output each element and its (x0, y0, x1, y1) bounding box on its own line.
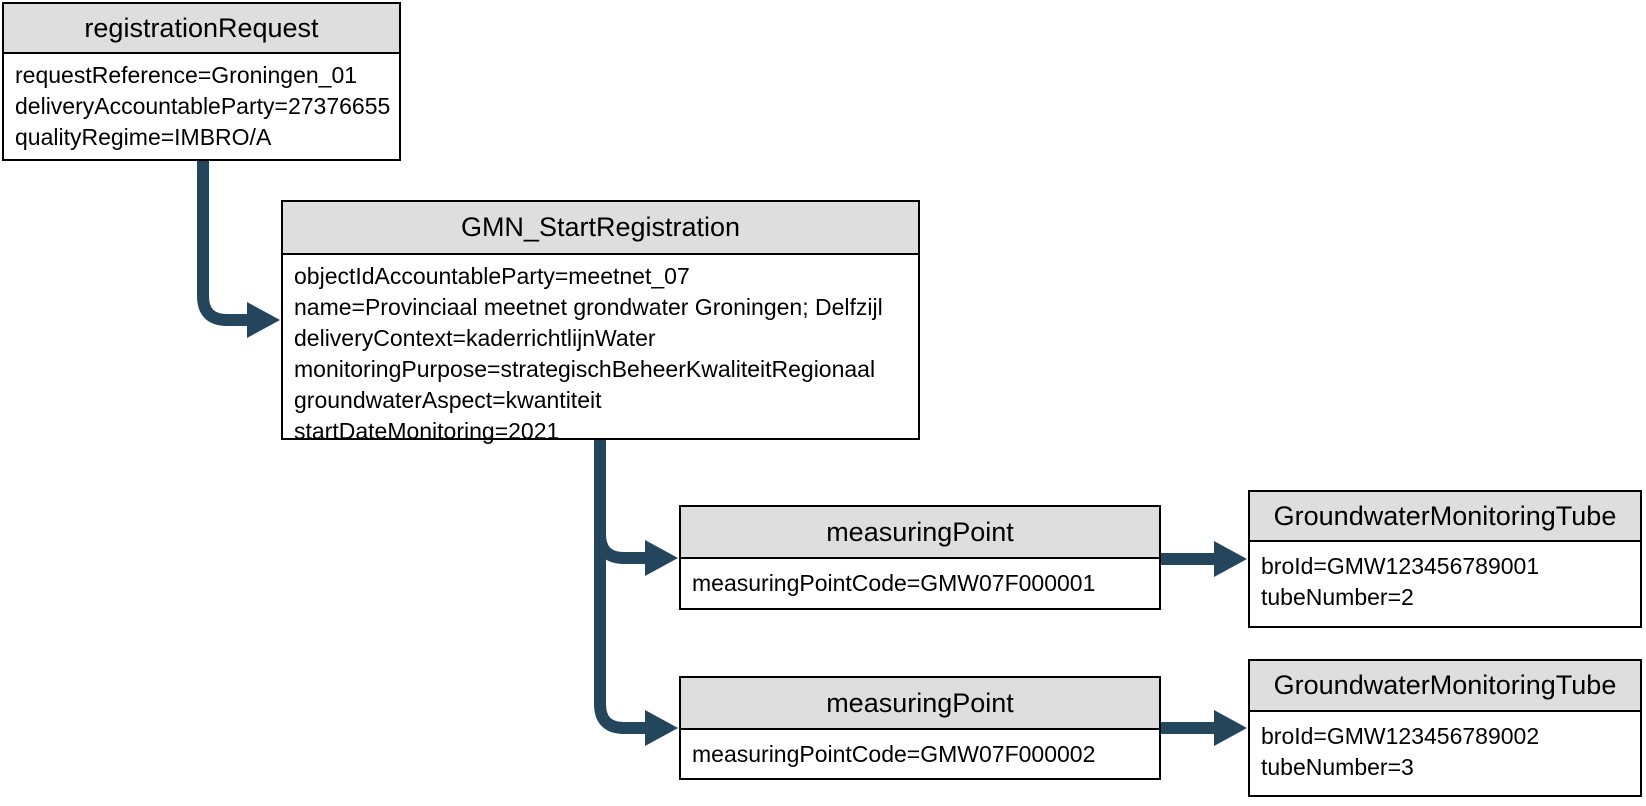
node-attributes: broId=GMW123456789002 tubeNumber=3 (1250, 712, 1640, 783)
node-attribute: objectIdAccountableParty=meetnet_07 (294, 263, 690, 289)
node-attribute: groundwaterAspect=kwantiteit (294, 387, 602, 413)
node-attribute: measuringPointCode=GMW07F000002 (692, 741, 1096, 767)
node-attribute: measuringPointCode=GMW07F000001 (692, 570, 1096, 596)
node-title: GroundwaterMonitoringTube (1250, 661, 1640, 712)
arrow-gmn-to-measuringpoint-2 (594, 438, 645, 734)
arrowhead-request-to-gmn (247, 302, 280, 338)
node-attributes: objectIdAccountableParty=meetnet_07 name… (283, 255, 918, 447)
node-attributes: measuringPointCode=GMW07F000001 (681, 559, 1159, 599)
node-attribute: broId=GMW123456789001 (1261, 553, 1540, 579)
arrow-gmn-to-measuringpoint-1 (594, 500, 645, 564)
node-attribute: requestReference=Groningen_01 (15, 62, 358, 88)
arrowhead-measuringpoint-1-to-tube-1 (1214, 541, 1247, 577)
node-attributes: broId=GMW123456789001 tubeNumber=2 (1250, 542, 1640, 613)
node-attributes: requestReference=Groningen_01 deliveryAc… (4, 54, 399, 153)
node-measuring-point-1: measuringPoint measuringPointCode=GMW07F… (679, 505, 1161, 610)
node-gmn-start-registration: GMN_StartRegistration objectIdAccountabl… (281, 200, 920, 444)
node-title: GroundwaterMonitoringTube (1250, 492, 1640, 542)
node-groundwater-monitoring-tube-2: GroundwaterMonitoringTube broId=GMW12345… (1248, 659, 1642, 797)
node-attribute: tubeNumber=2 (1261, 584, 1414, 610)
arrowhead-measuringpoint-2-to-tube-2 (1214, 710, 1247, 746)
node-attribute: broId=GMW123456789002 (1261, 723, 1540, 749)
node-attribute: deliveryContext=kaderrichtlijnWater (294, 325, 656, 351)
node-attribute: monitoringPurpose=strategischBeheerKwali… (294, 356, 876, 382)
node-title: GMN_StartRegistration (283, 202, 918, 255)
arrowhead-gmn-to-measuringpoint-2 (645, 710, 678, 746)
node-groundwater-monitoring-tube-1: GroundwaterMonitoringTube broId=GMW12345… (1248, 490, 1642, 628)
node-attributes: measuringPointCode=GMW07F000002 (681, 730, 1159, 770)
node-attribute: name=Provinciaal meetnet grondwater Gron… (294, 294, 883, 320)
node-registration-request: registrationRequest requestReference=Gro… (2, 2, 401, 161)
node-measuring-point-2: measuringPoint measuringPointCode=GMW07F… (679, 676, 1161, 780)
node-title: registrationRequest (4, 4, 399, 54)
arrowhead-gmn-to-measuringpoint-1 (645, 540, 678, 576)
node-title: measuringPoint (681, 678, 1159, 730)
node-title: measuringPoint (681, 507, 1159, 559)
node-attribute: startDateMonitoring=2021 (294, 418, 560, 444)
node-attribute: tubeNumber=3 (1261, 754, 1414, 780)
arrow-request-to-gmn (197, 160, 247, 326)
node-attribute: deliveryAccountableParty=27376655 (15, 93, 391, 119)
node-attribute: qualityRegime=IMBRO/A (15, 124, 272, 150)
